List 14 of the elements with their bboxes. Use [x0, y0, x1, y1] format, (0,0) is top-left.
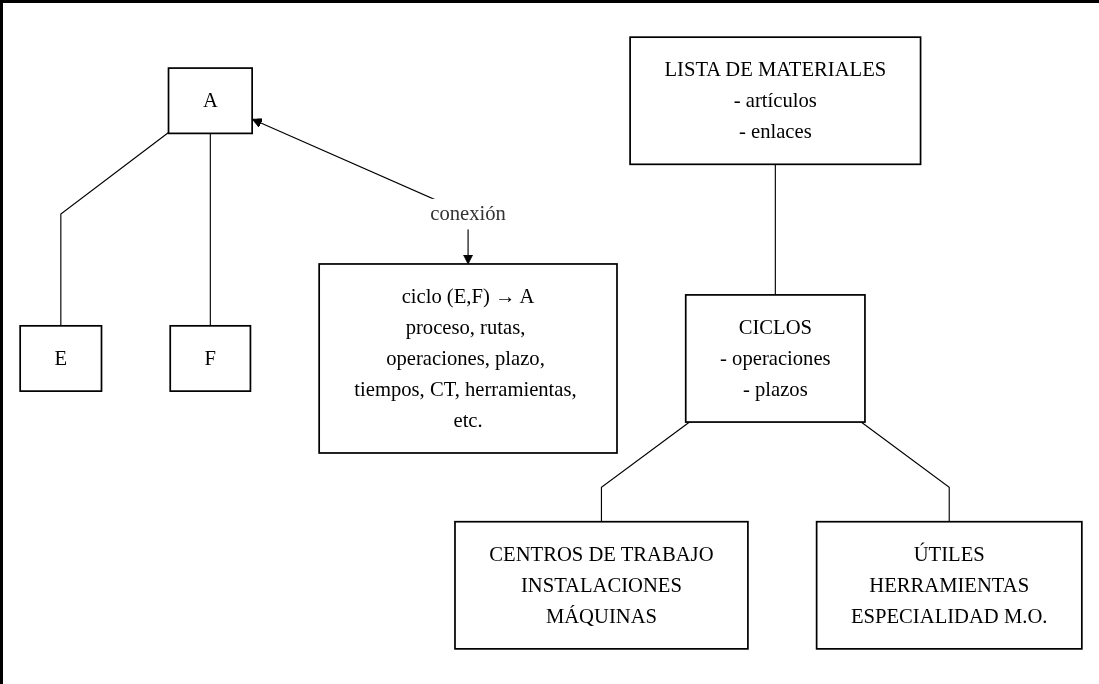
connector — [209, 133, 211, 327]
node-box: A — [167, 67, 253, 135]
connector — [60, 132, 170, 327]
node-box: LISTA DE MATERIALES - artículos - enlaces — [629, 36, 922, 166]
node-box: CENTROS DE TRABAJO INSTALACIONES MÁQUINAS — [454, 521, 749, 651]
connector — [860, 421, 950, 523]
node-box: E — [19, 325, 103, 393]
node-box: ÚTILES HERRAMIENTAS ESPECIALIDAD M.O. — [815, 521, 1083, 651]
node-box: ciclo (E,F) → A proceso, rutas, operaciones, plazo, tiempos, CT, herramientas, etc. — [318, 263, 618, 455]
edge-label: conexión — [430, 202, 506, 226]
node-box: F — [169, 325, 252, 393]
connector — [774, 164, 776, 296]
connector — [600, 421, 691, 523]
node-box: CICLOS - operaciones - plazos — [684, 294, 866, 424]
